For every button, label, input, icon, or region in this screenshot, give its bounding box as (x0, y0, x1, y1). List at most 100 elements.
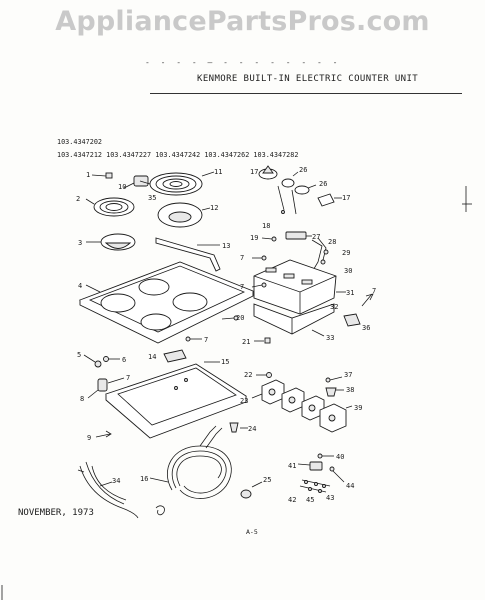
callout-40: 40 (336, 453, 344, 461)
part-31-control-panel (253, 259, 346, 315)
callout-5: 5 (77, 351, 81, 359)
callout-2: 2 (76, 195, 80, 203)
part-4-cooktop (78, 261, 255, 344)
title-rule (150, 93, 462, 94)
callout-41: 41 (288, 462, 296, 470)
callout-21: 21 (242, 338, 250, 346)
callout-35: 35 (148, 194, 156, 202)
callout-27: 27 (312, 233, 320, 241)
callout-4: 4 (78, 282, 82, 290)
part-41-terminal (297, 461, 323, 471)
part-13-trim-strip (155, 237, 221, 272)
callout-labels: 1 2 3 4 5 6 7 8 9 10 11 12 13 14 15 16 1… (76, 166, 376, 504)
callout-19: 19 (250, 234, 258, 242)
part-9-screw (95, 430, 112, 438)
part-3-drip-pan (86, 233, 136, 251)
spring-clip (155, 505, 165, 516)
callout-7c: 7 (240, 283, 244, 291)
part-24-clip (229, 422, 248, 433)
callout-14: 14 (148, 353, 156, 361)
callout-39: 39 (354, 404, 362, 412)
part-14-bracket (163, 349, 187, 363)
callout-22: 22 (244, 371, 252, 379)
callout-13: 13 (222, 242, 230, 250)
callout-34: 34 (112, 477, 120, 485)
model-number-line-1: 103.4347202 (57, 138, 103, 146)
callout-10: 10 (118, 183, 126, 191)
callout-11: 11 (214, 168, 222, 176)
callout-8: 8 (80, 395, 84, 403)
part-16-wire-harness (149, 425, 232, 499)
callout-7e: 7 (372, 287, 376, 295)
part-33-panel-trim (253, 303, 335, 337)
callout-33: 33 (326, 334, 334, 342)
part-44-wire-nut (329, 466, 345, 483)
callout-23: 23 (240, 397, 248, 405)
part-27-switch (285, 231, 312, 240)
part-42-terminals (299, 479, 331, 493)
part-40-screw (317, 453, 334, 459)
callout-12: 12 (210, 204, 218, 212)
callout-7b: 7 (240, 254, 244, 262)
part-19-screw (261, 236, 277, 242)
callout-24: 24 (248, 425, 256, 433)
part-23-infinite-switch (251, 379, 325, 421)
part-7-screw (107, 336, 202, 384)
callout-38: 38 (346, 386, 354, 394)
callout-32: 32 (330, 303, 338, 311)
callout-20: 20 (236, 314, 244, 322)
part-7-screw-2 (252, 255, 267, 261)
callout-28: 28 (328, 238, 336, 246)
part-2-surface-element (85, 197, 135, 217)
part-26-knob-insert-2 (294, 184, 317, 195)
part-6-screw (103, 356, 120, 362)
part-1-clip (91, 172, 113, 179)
part-11-surface-element (139, 171, 215, 196)
watermark: AppliancePartsPros.com (55, 6, 430, 37)
part-39-switch (319, 403, 353, 433)
header-dashes: - - - - ‒ - - ‐ - - - - - (145, 58, 341, 67)
callout-26b: 26 (319, 180, 327, 188)
part-25-grommet (240, 481, 263, 499)
callout-1: 1 (86, 171, 90, 179)
callout-7d: 7 (204, 336, 208, 344)
date-label: NOVEMBER, 1973 (18, 508, 94, 518)
part-7-screw-3 (251, 282, 267, 288)
part-21-clip (254, 337, 271, 344)
page-title: KENMORE BUILT-IN ELECTRIC COUNTER UNIT (197, 74, 419, 84)
callout-26: 26 (299, 166, 307, 174)
part-12-drip-pan (157, 202, 211, 228)
page-reference: A-5 (246, 528, 258, 536)
callout-25: 25 (263, 476, 271, 484)
callout-29: 29 (342, 249, 350, 257)
part-37-screw (325, 376, 343, 383)
part-15-burner-box (105, 361, 247, 439)
part-8-bracket (87, 378, 108, 399)
callout-3: 3 (78, 239, 82, 247)
callout-6: 6 (122, 356, 126, 364)
callout-16: 16 (140, 475, 148, 483)
part-38-clip (325, 387, 344, 397)
callout-37: 37 (344, 371, 352, 379)
callout-45: 45 (306, 496, 314, 504)
part-17-control-knob-2 (317, 193, 342, 207)
model-number-line-2: 103.4347212 103.4347227 103.4347242 103.… (57, 151, 299, 159)
part-28-wire-lead (311, 237, 329, 273)
callout-18: 18 (262, 222, 270, 230)
callout-31: 31 (346, 289, 354, 297)
callout-30: 30 (344, 267, 352, 275)
callout-17b: 17 (342, 194, 350, 202)
part-17-control-knob (258, 165, 278, 180)
callout-42: 42 (288, 496, 296, 504)
callout-44: 44 (346, 482, 354, 490)
part-34-lead-wires (77, 461, 139, 519)
part-5-screw (83, 354, 102, 368)
callout-43: 43 (326, 494, 334, 502)
callout-17: 17 (250, 168, 258, 176)
part-36-bracket (343, 293, 374, 327)
part-20-screw (221, 315, 239, 321)
callout-9: 9 (87, 434, 91, 442)
callout-15: 15 (221, 358, 229, 366)
